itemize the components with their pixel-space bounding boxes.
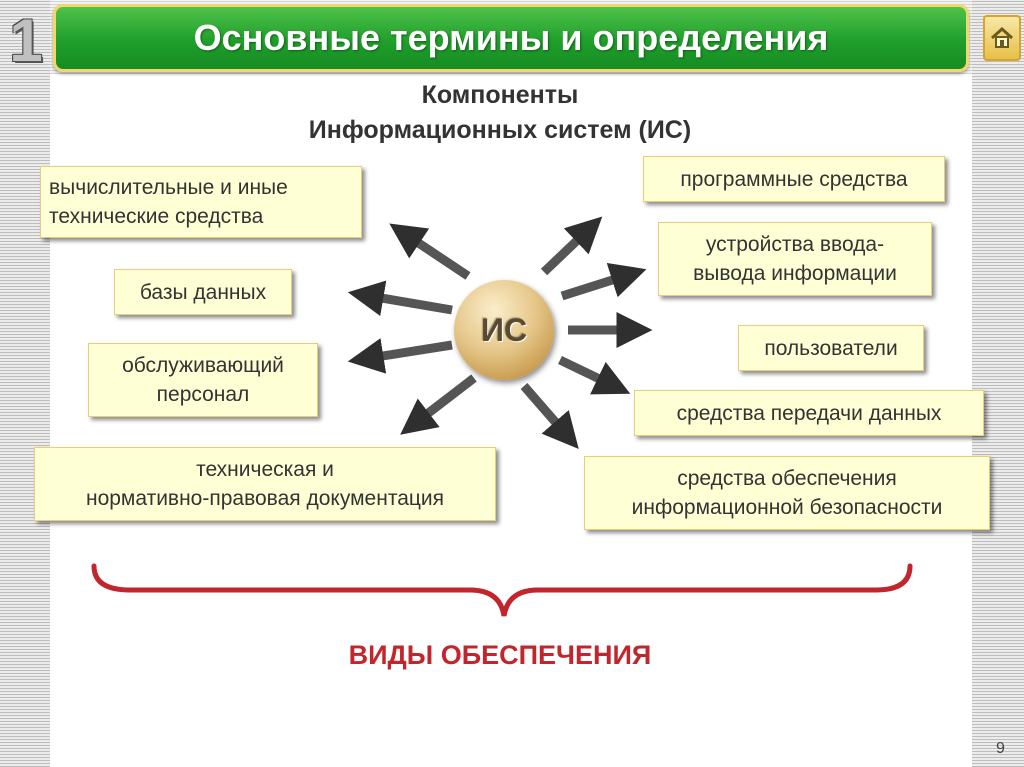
arrow-left-2 [347,280,453,317]
component-personnel: обслуживающий персонал [88,343,318,417]
arrow-left-4 [400,374,477,435]
component-users: пользователи [738,325,924,371]
slide-title: Основные термины и определения [193,17,829,58]
component-data-transfer: средства передачи данных [634,390,984,436]
component-line: технические средства [49,205,264,228]
page-number: 9 [996,740,1005,757]
component-line: программные средства [680,167,908,191]
component-line: пользователи [764,336,898,360]
component-line: средства обеспечения [677,467,897,490]
component-line: информационной безопасности [631,496,943,519]
component-line: устройства ввода- [705,233,885,256]
subtitle-line-2: Информационных систем (ИС) [308,116,692,144]
left-stripes [0,0,50,767]
arrow-right-4 [558,355,631,395]
right-stripes [972,0,1024,767]
component-line: средства передачи данных [676,401,942,425]
arrow-right-5 [520,383,579,449]
component-io-devices: устройства ввода- вывода информации [658,222,932,296]
subtitle-line-1: Компоненты [421,81,579,109]
title-bar: Основные термины и определения [53,4,969,72]
center-label: ИС [480,311,528,348]
types-of-support-label: ВИДЫ ОБЕСПЕЧЕНИЯ [348,640,652,670]
component-line: базы данных [139,280,267,304]
arrow-left-3 [347,338,453,374]
arrow-right-1 [540,216,603,276]
arrow-left-1 [389,223,471,280]
component-line: персонал [156,383,250,406]
component-security: средства обеспечения информационной безо… [584,456,990,530]
component-line: вывода информации [693,262,897,285]
arrow-right-2 [560,262,647,301]
component-databases: базы данных [114,269,292,315]
home-button-frame [983,15,1021,61]
component-documentation: техническая и нормативно-правовая докуме… [34,447,496,521]
component-line: вычислительные и иные [49,176,288,199]
is-center-circle: ИС [454,280,554,380]
home-icon [990,26,1014,48]
slide-number-badge: 1 [9,7,43,74]
component-line: нормативно-правовая документация [85,487,445,510]
subtitle: Компоненты Информационных систем (ИС) [250,78,750,148]
component-line: техническая и [196,458,334,481]
component-line: обслуживающий [122,354,284,377]
home-button[interactable] [980,12,1024,64]
component-software: программные средства [643,156,945,202]
component-computing-hardware: вычислительные и иные технические средст… [40,166,362,238]
